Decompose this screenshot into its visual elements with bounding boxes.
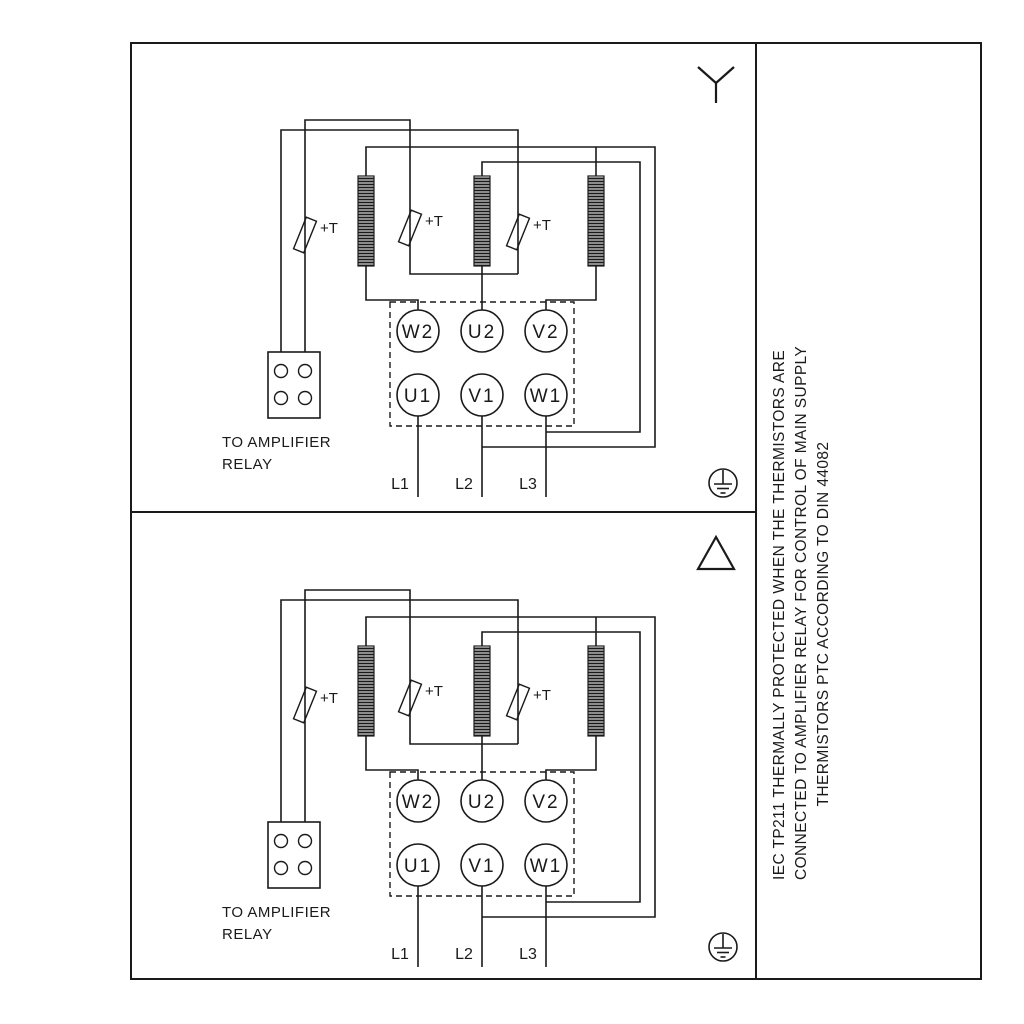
thermistor-icon: [292, 686, 318, 724]
terminal-label-w1: W1: [530, 386, 563, 407]
winding-wire-2: [481, 161, 641, 433]
connector-pin: [273, 833, 289, 849]
terminal-label-u1: U1: [404, 856, 432, 877]
terminal-w2: [396, 779, 440, 823]
thermistor-icon: [505, 683, 531, 721]
thermistor-chain-wire-2: [304, 119, 518, 354]
amplifier-relay-connector: [267, 821, 321, 889]
connector-pin: [273, 860, 289, 876]
terminal-label-u2: U2: [468, 792, 496, 813]
winding-coil-1: [357, 645, 375, 737]
terminal-u2: [460, 309, 504, 353]
terminal-label-u1: U1: [404, 386, 432, 407]
motor-windings: [357, 645, 605, 737]
thermistor-chain-wire-1: [280, 599, 519, 824]
terminal-label-w2: W2: [402, 322, 435, 343]
thermistor-label: +T: [320, 220, 338, 237]
thermistor-icon: [505, 213, 531, 251]
thermistor-label: +T: [320, 690, 338, 707]
terminal-label-v2: V2: [532, 792, 559, 813]
thermistor-chain-wire-1: [280, 129, 519, 354]
connector-pin: [297, 363, 313, 379]
supply-line-label-l2: L2: [455, 946, 473, 963]
terminal-v1: [460, 373, 504, 417]
terminal-w2: [396, 309, 440, 353]
delta-symbol-icon: [696, 534, 736, 571]
terminal-label-v1: V1: [468, 856, 495, 877]
connector-pin: [273, 363, 289, 379]
winding-wire-2: [481, 631, 641, 903]
connector-pin: [297, 390, 313, 406]
coil3-to-v2-wire: [545, 734, 597, 782]
supply-line-label-l2: L2: [455, 476, 473, 493]
wiring-panel-star: +T +T +T W2 U2: [130, 42, 757, 512]
terminal-label-u2: U2: [468, 322, 496, 343]
thermistor-icon: [292, 216, 318, 254]
amplifier-relay-connector: [267, 351, 321, 419]
relay-caption-line1: TO AMPLIFIER: [222, 434, 331, 451]
connector-pin: [273, 390, 289, 406]
terminal-block: [396, 779, 568, 887]
winding-coil-3: [587, 175, 605, 267]
thermistors: [292, 679, 531, 724]
relay-caption-line2: RELAY: [222, 926, 273, 943]
star-panel-schematic: +T +T +T W2 U2: [222, 66, 738, 498]
terminal-u2: [460, 779, 504, 823]
terminal-label-w2: W2: [402, 792, 435, 813]
supply-line-label-l3: L3: [519, 476, 537, 493]
thermistor-icon: [397, 209, 423, 247]
star-symbol-icon: [697, 66, 735, 103]
terminal-u1: [396, 373, 440, 417]
winding-wire-1: [365, 616, 656, 918]
delta-panel-schematic: +T +T +T W2 U2 V2 U1: [222, 534, 738, 967]
terminal-label-w1: W1: [530, 856, 563, 877]
thermistor-label: +T: [533, 687, 551, 704]
coil3-to-v2-wire: [545, 264, 597, 312]
wires: [280, 589, 656, 967]
terminal-w1: [524, 843, 568, 887]
terminal-v1: [460, 843, 504, 887]
horizontal-divider: [130, 511, 757, 513]
terminal-label-v1: V1: [468, 386, 495, 407]
wires: [280, 119, 656, 497]
supply-line-label-l3: L3: [519, 946, 537, 963]
side-note-line1: IEC TP211 THERMALLY PROTECTED WHEN THE T…: [771, 349, 788, 880]
winding-coil-1: [357, 175, 375, 267]
connector-pin: [297, 860, 313, 876]
terminal-v2: [524, 309, 568, 353]
relay-caption-line1: TO AMPLIFIER: [222, 904, 331, 921]
thermistors: [292, 209, 531, 254]
supply-line-label-l1: L1: [391, 946, 409, 963]
side-note-line3: THERMISTORS PTC ACCORDING TO DIN 44082: [815, 441, 832, 807]
terminal-label-v2: V2: [532, 322, 559, 343]
terminal-w1: [524, 373, 568, 417]
thermistor-label: +T: [425, 213, 443, 230]
winding-coil-2: [473, 645, 491, 737]
motor-windings: [357, 175, 605, 267]
terminal-u1: [396, 843, 440, 887]
connector-pin: [297, 833, 313, 849]
ground-icon: [708, 932, 738, 962]
coil1-to-w2-wire: [365, 264, 419, 312]
wiring-panel-delta: +T +T +T W2 U2 V2 U1: [130, 512, 757, 982]
winding-coil-3: [587, 645, 605, 737]
thermistor-label: +T: [425, 683, 443, 700]
terminal-v2: [524, 779, 568, 823]
relay-caption-line2: RELAY: [222, 456, 273, 473]
winding-wire-1: [365, 146, 656, 448]
supply-line-label-l1: L1: [391, 476, 409, 493]
terminal-block: [396, 309, 568, 417]
thermistor-label: +T: [533, 217, 551, 234]
ground-icon: [708, 468, 738, 498]
side-note: IEC TP211 THERMALLY PROTECTED WHEN THE T…: [769, 345, 835, 880]
thermistor-chain-wire-2: [304, 589, 518, 824]
winding-coil-2: [473, 175, 491, 267]
side-note-line2: CONNECTED TO AMPLIFIER RELAY FOR CONTROL…: [793, 345, 810, 880]
thermistor-icon: [397, 679, 423, 717]
coil1-to-w2-wire: [365, 734, 419, 782]
